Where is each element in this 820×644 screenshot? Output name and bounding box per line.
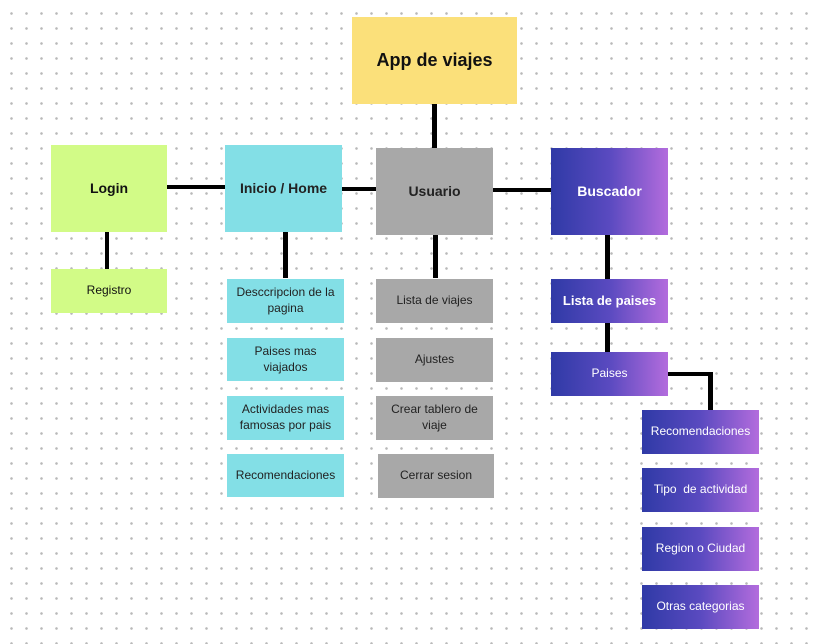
- root-label: App de viajes: [376, 49, 493, 70]
- paises-item-region-ciudad: Region o Ciudad: [642, 527, 759, 571]
- buscador-node: Buscador: [551, 148, 668, 235]
- connector-buscador-lista-paises: [605, 235, 610, 280]
- connector-paises-horizontal: [666, 372, 712, 376]
- paises-node: Paises: [551, 352, 668, 396]
- connector-login-inicio: [166, 185, 227, 189]
- usuario-item-ajustes: Ajustes: [376, 338, 493, 382]
- root-node: App de viajes: [352, 17, 517, 104]
- usuario-item-cerrar-sesion: Cerrar sesion: [378, 454, 494, 498]
- inicio-node: Inicio / Home: [225, 145, 342, 232]
- inicio-item-descripcion: Desccripcion de la pagina: [227, 279, 344, 323]
- usuario-node: Usuario: [376, 148, 493, 235]
- connector-lista-paises-paises: [605, 322, 610, 353]
- connector-paises-vertical: [708, 372, 713, 411]
- paises-item-tipo-actividad: Tipo de actividad: [642, 468, 759, 512]
- usuario-label: Usuario: [408, 183, 461, 200]
- connector-usuario-lista: [433, 235, 438, 278]
- inicio-item-recomendaciones: Recomendaciones: [227, 454, 344, 497]
- usuario-item-crear-tablero: Crear tablero de viaje: [376, 396, 493, 440]
- lista-paises-node: Lista de paises: [551, 279, 668, 323]
- connector-usuario-buscador: [492, 188, 552, 192]
- paises-item-recomendaciones: Recomendaciones: [642, 410, 759, 454]
- usuario-item-lista-viajes: Lista de viajes: [376, 279, 493, 323]
- inicio-item-paises-mas-viajados: Paises mas viajados: [227, 338, 344, 381]
- connector-root-usuario: [432, 104, 437, 150]
- lista-paises-label: Lista de paises: [562, 292, 657, 308]
- login-node: Login: [51, 145, 167, 232]
- registro-node: Registro: [51, 269, 167, 313]
- login-label: Login: [89, 180, 129, 197]
- registro-label: Registro: [86, 283, 132, 298]
- connector-login-registro: [105, 232, 109, 269]
- connector-inicio-descripcion: [283, 231, 288, 278]
- paises-label: Paises: [591, 366, 628, 381]
- buscador-label: Buscador: [577, 183, 642, 200]
- inicio-item-actividades: Actividades mas famosas por pais: [227, 396, 344, 440]
- paises-item-otras-categorias: Otras categorias: [642, 585, 759, 629]
- connector-inicio-usuario: [341, 187, 378, 191]
- inicio-label: Inicio / Home: [239, 180, 328, 197]
